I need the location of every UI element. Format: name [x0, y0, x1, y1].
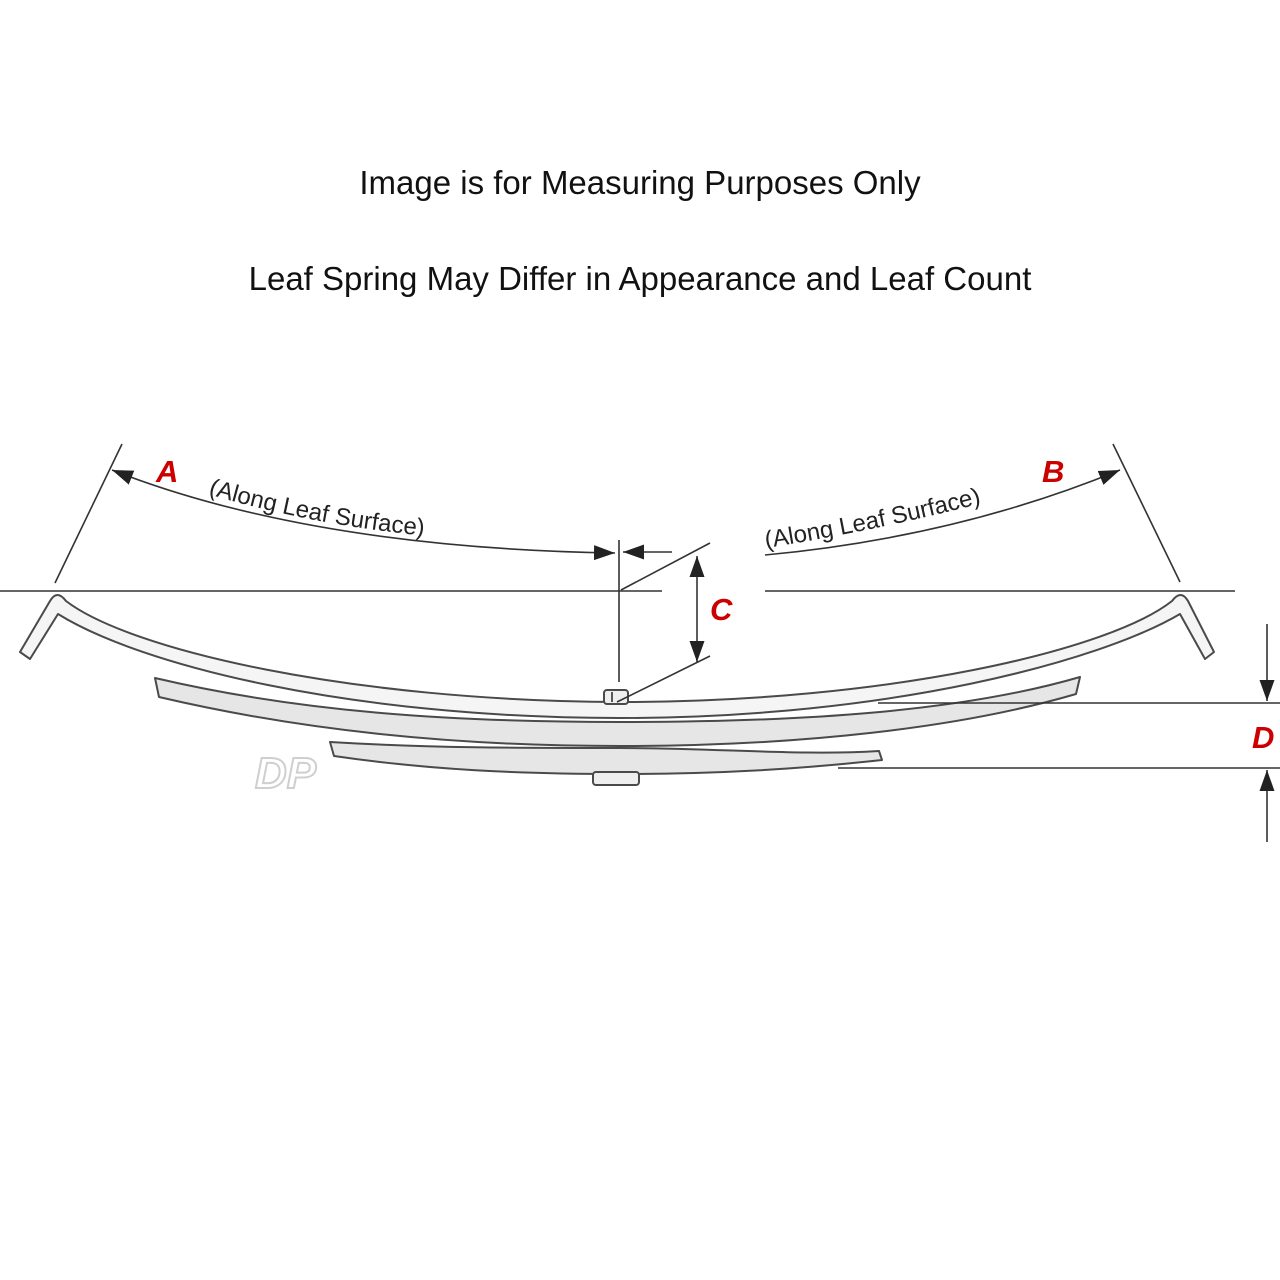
dimension-arc-b	[764, 469, 1121, 556]
extension-line-left	[54, 443, 123, 584]
leaf-bottom	[329, 741, 883, 775]
along-surface-left-text: (Along Leaf Surface)	[206, 474, 426, 542]
label-c: C	[710, 592, 733, 627]
leaf-main	[19, 594, 1215, 719]
label-d: D	[1252, 720, 1274, 755]
center-bolt-head	[592, 771, 640, 786]
label-b: B	[1042, 454, 1064, 489]
extension-line-right	[1112, 443, 1181, 583]
along-surface-right-text: (Along Leaf Surface)	[763, 483, 983, 554]
dimension-arc-a	[111, 469, 616, 561]
appearance-note: Leaf Spring May Differ in Appearance and…	[249, 260, 1032, 297]
c-extension-top	[620, 542, 711, 591]
leaf-middle	[154, 676, 1081, 747]
center-bolt-nut	[603, 689, 629, 705]
c-extension-bottom	[616, 655, 711, 703]
measuring-note: Image is for Measuring Purposes Only	[359, 164, 921, 201]
watermark-logo: DP	[255, 749, 317, 798]
along-surface-right: (Along Leaf Surface)	[763, 483, 983, 554]
label-a: A	[155, 454, 178, 489]
along-surface-left: (Along Leaf Surface)	[206, 474, 426, 542]
